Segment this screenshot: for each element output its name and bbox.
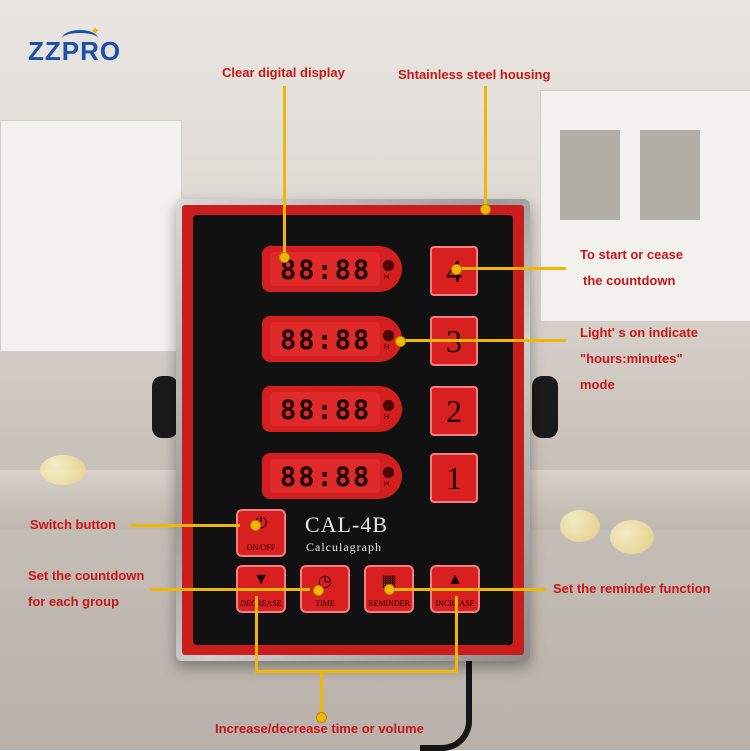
- star-icon: ✦: [90, 24, 101, 38]
- hour-indicator-label: H: [384, 344, 390, 351]
- hour-indicator-light: [383, 400, 394, 411]
- timer-digits: 88:88: [280, 395, 372, 426]
- button-label: TIME: [315, 599, 335, 608]
- right-mount-knob: [532, 376, 558, 438]
- channel-button-2[interactable]: 2: [430, 386, 478, 436]
- leader-line-display: [283, 86, 286, 258]
- display-face: 88:88: [270, 322, 380, 356]
- label-line: "hours:minutes": [580, 351, 683, 366]
- leader-line-bracket: [255, 670, 458, 673]
- lemon: [560, 510, 600, 542]
- display-face: 88:88: [270, 459, 380, 493]
- timer-digits: 88:88: [280, 462, 372, 493]
- leader-line-housing: [484, 86, 487, 208]
- button-label: REMINDER: [368, 599, 410, 608]
- label-increase-decrease: Increase/decrease time or volume: [215, 721, 424, 736]
- logo-arc: [62, 30, 98, 47]
- leader-dot: [451, 264, 462, 275]
- model-subtitle: Calculagraph: [306, 540, 382, 554]
- left-mount-knob: [152, 376, 178, 438]
- hour-indicator-label: H: [384, 274, 390, 281]
- timer-display-1: 88:88 H: [262, 246, 402, 292]
- brand-logo: ✦ ZZPRO: [28, 24, 148, 74]
- cabinet: [0, 120, 182, 352]
- button-label: ON/OFF: [246, 543, 276, 552]
- label-countdown: Set the countdown for each group: [28, 563, 144, 615]
- leader-dot: [250, 520, 261, 531]
- model-name: CAL-4B: [305, 512, 388, 537]
- lemon: [40, 455, 86, 485]
- timer-display-4: 88:88 H: [262, 453, 402, 499]
- power-icon: ⏻: [254, 515, 268, 532]
- channel-button-1[interactable]: 1: [430, 453, 478, 503]
- label-display: Clear digital display: [222, 65, 345, 80]
- label-switch: Switch button: [30, 517, 116, 532]
- timer-digits: 88:88: [280, 255, 372, 286]
- leader-dot: [313, 585, 324, 596]
- leader-line-increase: [455, 596, 458, 672]
- on-off-button[interactable]: ⏻ ON/OFF: [236, 509, 286, 557]
- leader-dot: [395, 336, 406, 347]
- leader-line-start: [454, 267, 566, 270]
- label-line: mode: [580, 377, 615, 392]
- triangle-up-icon: ▲: [447, 571, 463, 588]
- leader-line-volume: [320, 670, 323, 716]
- power-cable: [420, 655, 472, 751]
- label-start-cease: To start or cease the countdown: [580, 242, 683, 294]
- logo-text: ZZPRO: [28, 36, 122, 66]
- leader-dot: [384, 584, 395, 595]
- timer-digits: 88:88: [280, 325, 372, 356]
- label-line: the countdown: [583, 273, 676, 288]
- leader-line-reminder: [388, 588, 546, 591]
- label-light: Light' s on indicate "hours:minutes" mod…: [580, 320, 698, 398]
- leader-line-switch: [130, 524, 240, 527]
- label-reminder: Set the reminder function: [553, 581, 711, 596]
- timer-display-3: 88:88 H: [262, 386, 402, 432]
- label-line: Light' s on indicate: [580, 325, 698, 340]
- lemon: [610, 520, 654, 554]
- window: [640, 130, 700, 220]
- hour-indicator-light: [383, 467, 394, 478]
- leader-line-decrease: [255, 596, 258, 672]
- window: [560, 130, 620, 220]
- button-label: DECREASE: [240, 599, 282, 608]
- leader-dot: [316, 712, 327, 723]
- hour-indicator-light: [383, 330, 394, 341]
- label-line: Set the countdown: [28, 568, 145, 583]
- leader-line-countdown: [150, 588, 310, 591]
- hour-indicator-light: [383, 260, 394, 271]
- leader-dot: [279, 252, 290, 263]
- timer-display-2: 88:88 H: [262, 316, 402, 362]
- label-line: To start or cease: [580, 247, 684, 262]
- hour-indicator-label: H: [384, 481, 390, 488]
- label-line: for each group: [28, 594, 120, 609]
- triangle-down-icon: ▼: [253, 571, 269, 588]
- leader-line-light: [400, 339, 566, 342]
- leader-dot: [480, 204, 491, 215]
- label-housing: Shtainless steel housing: [398, 67, 551, 82]
- hour-indicator-label: H: [384, 414, 390, 421]
- display-face: 88:88: [270, 392, 380, 426]
